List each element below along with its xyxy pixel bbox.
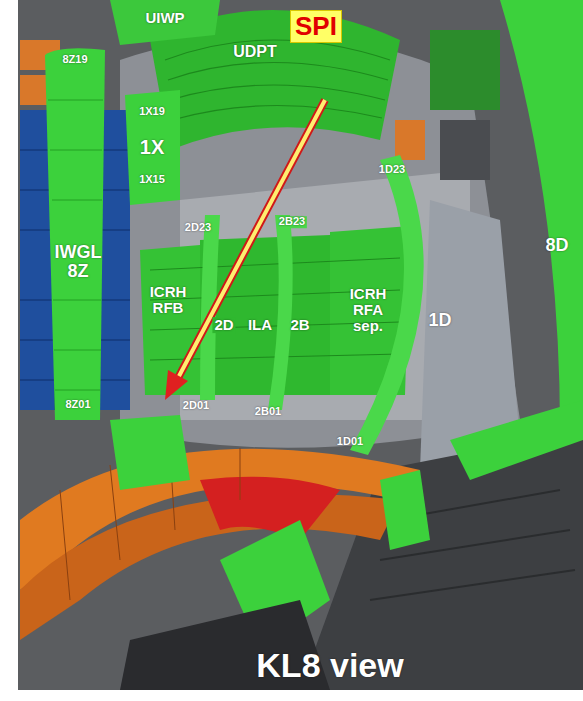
illustration-shape xyxy=(240,448,241,500)
component-label: 8Z19 xyxy=(62,54,87,66)
illustration-shape xyxy=(150,258,400,360)
illustration-shape xyxy=(430,30,500,110)
illustration-shape xyxy=(20,300,130,301)
illustration-shape xyxy=(200,477,340,540)
component-label: IWGL 8Z xyxy=(50,243,106,281)
illustration-shape xyxy=(20,494,400,640)
illustration-shape xyxy=(168,63,388,81)
illustration-shape xyxy=(52,200,102,201)
illustration-shape xyxy=(172,105,382,120)
illustration-shape xyxy=(110,0,220,45)
illustration-shape xyxy=(125,90,180,205)
spi-box: SPI xyxy=(290,10,342,43)
component-label: ICRH RFA sep. xyxy=(342,286,394,333)
component-label: 2B23 xyxy=(277,216,307,228)
component-label: 1X19 xyxy=(139,106,165,118)
illustration-shape xyxy=(45,48,105,420)
illustration-shape xyxy=(395,120,425,160)
illustration-shape xyxy=(165,40,390,120)
illustration-shape xyxy=(268,215,293,410)
illustration-shape xyxy=(178,100,325,378)
illustration-shape xyxy=(170,85,385,100)
component-label: 2B01 xyxy=(255,406,281,418)
component-label: UDPT xyxy=(233,44,277,61)
illustration-shape xyxy=(165,370,188,400)
illustration-shape xyxy=(18,0,583,690)
component-label: 2D01 xyxy=(183,400,209,412)
illustration-shape xyxy=(54,350,101,351)
illustration-shape xyxy=(55,390,100,391)
illustration-shape xyxy=(440,120,490,180)
component-label: ICRH RFB xyxy=(143,284,193,316)
illustration-shape xyxy=(110,415,190,490)
component-label: 2B xyxy=(290,317,309,333)
component-label: ILA xyxy=(248,317,272,333)
component-label: 2D xyxy=(212,317,235,333)
component-label: 1X15 xyxy=(139,174,165,186)
illustration-shape xyxy=(165,40,390,60)
component-label: 1D23 xyxy=(379,164,405,176)
illustration-shape xyxy=(60,490,70,600)
component-label: 1X xyxy=(140,137,164,158)
illustration-shape xyxy=(370,570,575,600)
component-label: 8D xyxy=(545,236,568,255)
illustration-shape xyxy=(380,470,430,550)
component-label: 1D xyxy=(428,311,451,330)
illustration-shape xyxy=(50,150,102,151)
illustration-shape xyxy=(450,400,583,480)
illustration-shape xyxy=(178,100,325,378)
illustration-shape xyxy=(150,258,400,270)
component-label: 1D01 xyxy=(337,436,363,448)
spi-text: SPI xyxy=(295,11,337,42)
component-label: 2D23 xyxy=(185,222,211,234)
component-label: 8Z01 xyxy=(65,399,90,411)
component-label: UIWP xyxy=(145,10,184,26)
illustration-shape xyxy=(20,150,130,151)
illustration-shape xyxy=(200,235,330,395)
view-title: KL8 view xyxy=(256,648,403,684)
illustration-shape xyxy=(53,300,101,301)
illustration-shape xyxy=(48,100,103,101)
